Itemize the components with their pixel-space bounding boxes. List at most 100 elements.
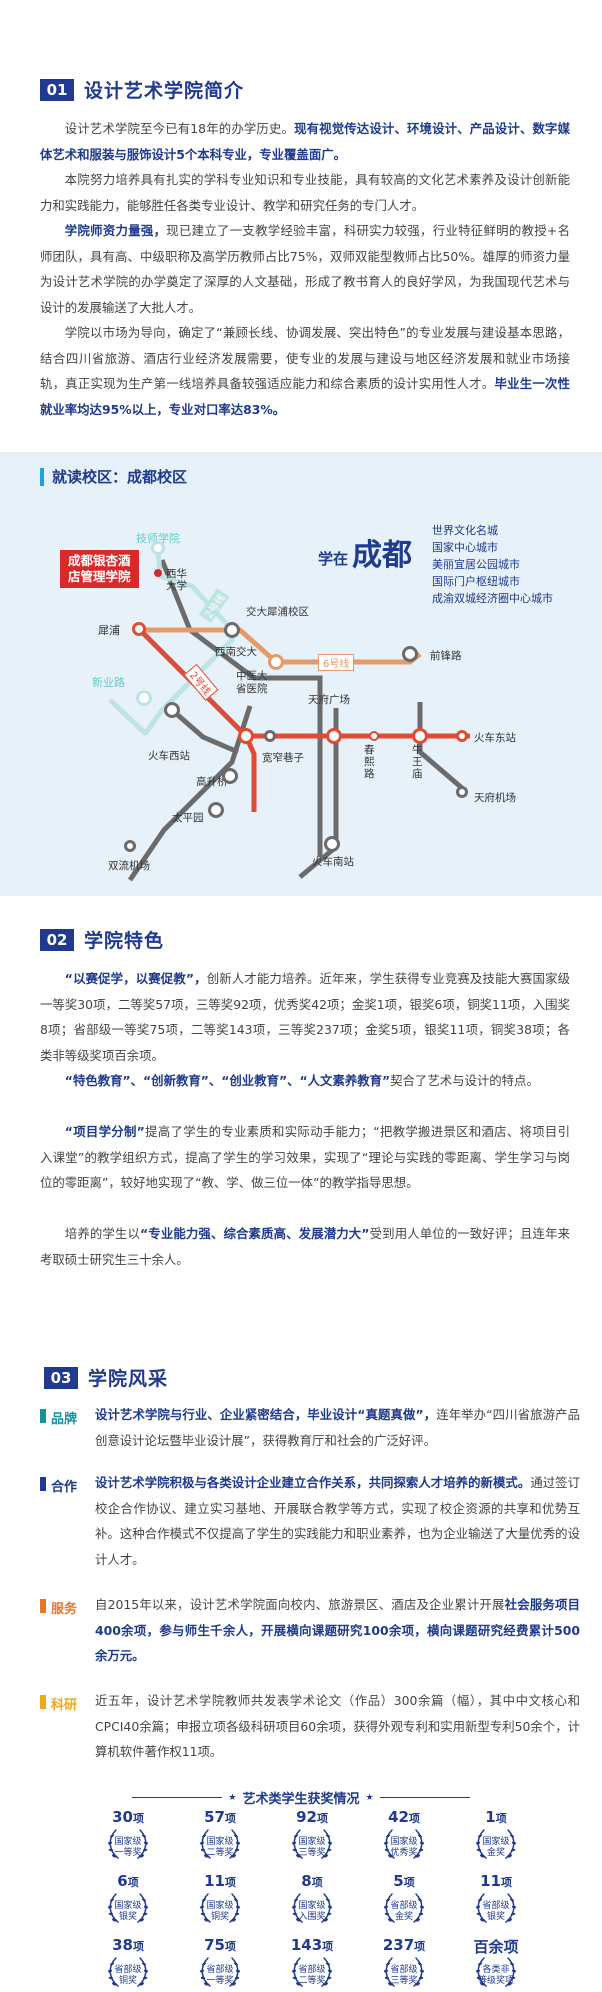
section-02-header: 02 学院特色 xyxy=(40,926,164,953)
award-title-text: 艺术类学生获奖情况 xyxy=(242,1792,360,1807)
feature-highlight: 设计艺术学院积极与各类设计企业建立合作关系，共同探索人才培养的新模式。 xyxy=(95,1475,531,1490)
star-icon: ★ xyxy=(365,1792,374,1803)
station-xipu: 犀浦 xyxy=(98,624,120,637)
station-niuwang-char: 庙 xyxy=(412,768,423,780)
award-grade: 优秀奖 xyxy=(390,1848,418,1858)
feature-body: 通过签订校企合作协议、建立实习基地、开展联合教学等方式，实现了校企资源的共享和优… xyxy=(95,1475,581,1567)
station-marker xyxy=(268,654,284,670)
station-marker xyxy=(224,622,240,638)
campus-heading: 就读校区：成都校区 xyxy=(40,466,187,487)
students-highlight: “专业能力强、综合素质高、发展潜力大” xyxy=(140,1226,370,1241)
feature-paragraph-1: “以赛促学，以赛促教”，创新人才能力培养。近年来，学生获得专业竞赛及技能大赛国家… xyxy=(40,966,570,1068)
station-marker xyxy=(326,728,342,744)
award-count: 百余项 xyxy=(473,1938,519,1956)
wreath-icon xyxy=(378,1826,430,1864)
section-title: 学院特色 xyxy=(84,930,165,952)
award-title: ★ 艺术类学生获奖情况 ★ xyxy=(0,1788,602,1807)
award-item: 11项国家级铜奖 xyxy=(180,1872,260,1932)
award-grade: 铜奖 xyxy=(210,1912,229,1922)
station-marker xyxy=(124,840,136,852)
award-count: 143项 xyxy=(290,1936,334,1954)
study-in-label: 学在 xyxy=(318,550,349,568)
award-count: 1项 xyxy=(485,1808,507,1826)
section-number: 02 xyxy=(40,928,74,951)
competition-highlight: “以赛促学，以赛促教”， xyxy=(64,971,207,986)
section-number: 03 xyxy=(44,1366,78,1389)
award-grade: 金奖 xyxy=(486,1848,505,1858)
wreath-icon xyxy=(194,1826,246,1864)
feature-highlight: 社会服务项目400余项，参与师生千余人，开展横向课题研究100余项，横向课题研究… xyxy=(95,1597,580,1663)
award-count: 11项 xyxy=(204,1872,236,1890)
award-grade: 铜奖 xyxy=(118,1976,137,1986)
school-name-line2: 店管理学院 xyxy=(68,569,131,584)
metro-map xyxy=(108,547,470,882)
station-xihua-line: 西华 xyxy=(166,568,187,580)
station-huochedong: 火车东站 xyxy=(474,732,516,744)
wreath-icon xyxy=(102,1826,154,1864)
tag-label: 品牌 xyxy=(51,1412,78,1427)
award-grade: 金奖 xyxy=(394,1912,413,1922)
education-text: 契合了艺术与设计的特点。 xyxy=(390,1073,539,1088)
award-item: 5项省部级金奖 xyxy=(364,1872,444,1932)
award-level: 省部级 xyxy=(390,1901,418,1911)
award-item: 38项省部级铜奖 xyxy=(88,1936,168,1992)
feature-paragraph-2: “特色教育”、“创新教育”、“创业教育”、“人文素养教育”契合了艺术与设计的特点… xyxy=(40,1068,570,1094)
station-marker xyxy=(264,730,276,742)
feature-body: 连年举办“四川省旅游产品创意设计论坛暨毕业设计展”，获得教育厅和社会的广泛好评。 xyxy=(95,1407,580,1448)
section-title: 学院风采 xyxy=(88,1368,169,1390)
award-item: 百余项各类非等级奖项 xyxy=(456,1936,536,1992)
award-grade: 等级奖项 xyxy=(477,1976,514,1986)
credit-highlight: “项目学分制” xyxy=(64,1124,145,1139)
station-zhongyi-line: 中医大 xyxy=(236,670,268,682)
award-item: 57项国家级二等奖 xyxy=(180,1808,260,1868)
section-01-header: 01 设计艺术学院简介 xyxy=(40,76,244,103)
award-item: 75项省部级一等奖 xyxy=(180,1936,260,1992)
competition-text: 创新人才能力培养。近年来，学生获得专业竞赛及技能大赛国家级一等奖30项，二等奖5… xyxy=(40,971,571,1063)
station-marker xyxy=(136,690,152,706)
station-marker xyxy=(412,728,428,744)
title-rule-right xyxy=(379,1797,470,1798)
wreath-icon xyxy=(378,1890,430,1928)
award-level: 国家级 xyxy=(298,1837,326,1847)
award-level: 国家级 xyxy=(482,1837,510,1847)
station-xinan: 西南交大 xyxy=(215,646,257,658)
wreath-icon xyxy=(378,1954,430,1992)
wreath-icon xyxy=(286,1954,338,1992)
intro-highlight: 现有视觉传达设计、环境设计、产品设计、数字媒体艺术和服装与服饰设计5个本科专业，… xyxy=(40,121,570,162)
students-text-2: 受到用人单位的一致好评；且连年来考取硕士研究生三十余人。 xyxy=(40,1226,571,1267)
station-marker xyxy=(456,730,468,742)
award-level: 省部级 xyxy=(114,1965,142,1975)
station-zhongyi: 中医大 省医院 xyxy=(236,670,268,696)
tag-label: 合作 xyxy=(51,1480,78,1495)
credit-text: 提高了学生的专业素质和实际动手能力；“把教学搬进景区和酒店、将项目引入课堂”的教… xyxy=(40,1124,570,1190)
feature-tag: 科研 xyxy=(40,1688,95,1765)
star-icon: ★ xyxy=(228,1792,237,1803)
wreath-icon xyxy=(194,1954,246,1992)
award-item: 42项国家级优秀奖 xyxy=(364,1808,444,1868)
award-item: 6项国家级银奖 xyxy=(88,1872,168,1932)
award-item: 143项省部级二等奖 xyxy=(272,1936,352,1992)
wreath-icon xyxy=(286,1890,338,1928)
award-count: 92项 xyxy=(296,1808,328,1826)
award-level: 各类非 xyxy=(482,1965,510,1975)
award-count: 6项 xyxy=(117,1872,139,1890)
station-chunxi: 春 熙 路 xyxy=(364,744,375,780)
wreath-icon xyxy=(470,1890,522,1928)
award-level: 省部级 xyxy=(298,1965,326,1975)
station-zhongyi-line: 省医院 xyxy=(236,683,268,695)
station-chunxi-char: 熙 xyxy=(364,756,375,768)
feature-row-brand: 品牌 设计艺术学院与行业、企业紧密结合，毕业设计“真题真做”，连年举办“四川省旅… xyxy=(40,1402,580,1453)
award-grade: 入围奖 xyxy=(298,1912,326,1922)
award-level: 省部级 xyxy=(206,1965,234,1975)
tag-label: 服务 xyxy=(51,1602,78,1617)
station-niuwang: 牛 王 庙 xyxy=(412,744,423,780)
campus-heading-text: 就读校区：成都校区 xyxy=(52,468,188,486)
award-level: 省部级 xyxy=(482,1901,510,1911)
section-03-header: 03 学院风采 xyxy=(44,1364,168,1391)
station-tianfu: 天府广场 xyxy=(308,694,350,706)
station-kuanzhai: 宽窄巷子 xyxy=(262,752,304,764)
feature-paragraph-4: 培养的学生以“专业能力强、综合素质高、发展潜力大”受到用人单位的一致好评；且连年… xyxy=(40,1221,570,1272)
station-qianfeng: 前锋路 xyxy=(430,650,462,662)
feature-text: 设计艺术学院与行业、企业紧密结合，毕业设计“真题真做”，连年举办“四川省旅游产品… xyxy=(95,1402,580,1453)
wreath-icon xyxy=(286,1826,338,1864)
